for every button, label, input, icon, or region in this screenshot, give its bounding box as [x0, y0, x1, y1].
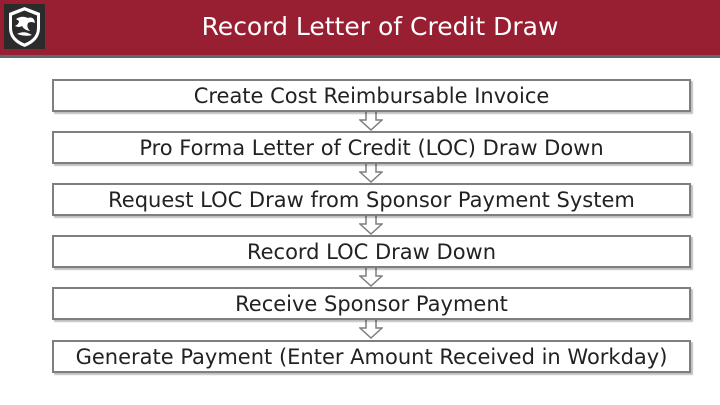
step-create-cost-reimbursable-invoice: Create Cost Reimbursable Invoice [52, 79, 691, 112]
down-arrow-icon [359, 213, 383, 235]
header-divider [0, 55, 720, 58]
down-arrow-icon [359, 161, 383, 183]
down-arrow-icon [359, 317, 383, 339]
step-pro-forma-loc-draw-down: Pro Forma Letter of Credit (LOC) Draw Do… [52, 131, 691, 164]
wsu-cougar-logo-icon [4, 4, 45, 49]
down-arrow-icon [359, 109, 383, 131]
page-title: Record Letter of Credit Draw [201, 12, 559, 41]
down-arrow-icon [359, 265, 383, 287]
step-receive-sponsor-payment: Receive Sponsor Payment [52, 287, 691, 320]
header-bar: Record Letter of Credit Draw [0, 0, 720, 55]
step-record-loc-draw-down: Record LOC Draw Down [52, 235, 691, 268]
step-generate-payment: Generate Payment (Enter Amount Received … [52, 340, 691, 373]
step-request-loc-draw: Request LOC Draw from Sponsor Payment Sy… [52, 183, 691, 216]
